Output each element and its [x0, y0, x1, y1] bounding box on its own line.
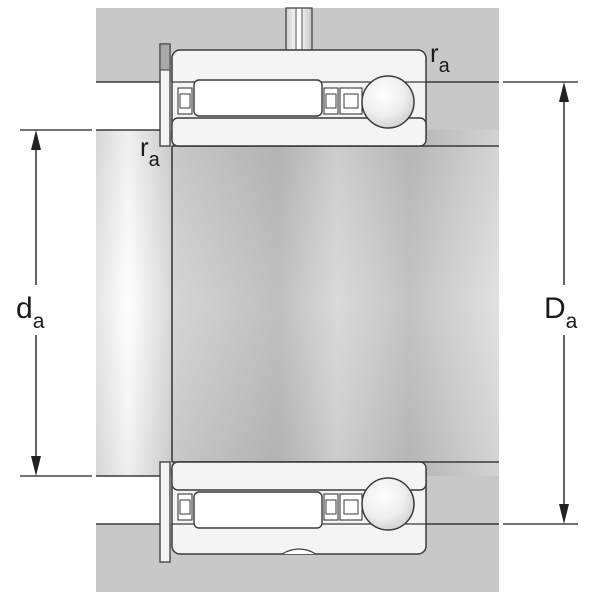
bearing-top [171, 49, 427, 147]
inner-ring-bottom [171, 461, 427, 491]
arrow-up-icon [31, 130, 41, 150]
inner-ring-top [171, 117, 427, 147]
seal-plate [159, 43, 171, 563]
needle-roller-bottom [193, 491, 323, 529]
arrow-down-icon [559, 504, 569, 524]
needle-roller-top [193, 79, 323, 117]
label-ra-left: ra [140, 132, 161, 171]
ball-bottom [361, 477, 415, 531]
label-da: da [16, 292, 45, 333]
bearing-bottom [171, 461, 427, 555]
label-ra-top: ra [430, 38, 451, 77]
label-Da: Da [544, 292, 578, 333]
arrow-down-icon [31, 456, 41, 476]
ball-top [361, 75, 415, 129]
dimension-Da [503, 81, 578, 525]
shaft [96, 129, 499, 477]
dimension-da [20, 129, 92, 477]
arrow-up-icon [559, 82, 569, 102]
